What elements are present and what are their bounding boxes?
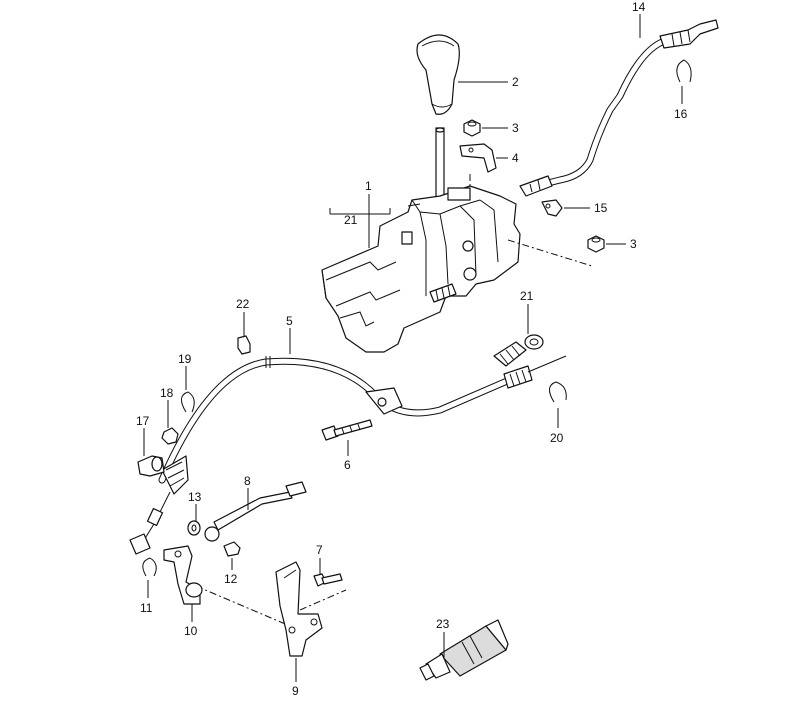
bracket	[459, 143, 497, 173]
callout-18: 18	[160, 386, 174, 400]
callout-20: 20	[550, 431, 564, 445]
callout-12: 12	[224, 572, 238, 586]
bolt-6	[321, 419, 373, 441]
callout-8: 8	[244, 474, 251, 488]
nut-18	[161, 427, 179, 445]
alignment-line-nut	[507, 239, 593, 267]
alignment-line-bolt	[299, 589, 347, 611]
leader-lines	[143, 14, 683, 682]
spring-clip-20	[549, 381, 567, 403]
callout-7: 7	[316, 543, 323, 557]
nut-upper	[463, 119, 481, 137]
callout-16: 16	[674, 107, 688, 121]
callout-23: 23	[436, 617, 450, 631]
selector-cable	[519, 19, 719, 197]
ball-stud-17	[137, 455, 165, 477]
callout-22: 22	[236, 297, 250, 311]
callout-19: 19	[178, 352, 192, 366]
callout-4: 4	[512, 151, 519, 165]
grease-tube-23	[419, 619, 509, 681]
callout-2: 2	[512, 75, 519, 89]
selector-housing	[321, 185, 521, 353]
callout-9: 9	[292, 684, 299, 698]
callout-14: 14	[632, 0, 646, 14]
callout-6: 6	[344, 458, 351, 472]
callout-3-right: 3	[630, 237, 637, 251]
callout-17: 17	[136, 414, 150, 428]
spring-clip-16	[676, 59, 692, 83]
nut-right	[587, 235, 605, 253]
callout-21-lower: 21	[520, 289, 534, 303]
ball-socket	[493, 334, 544, 367]
callout-15: 15	[594, 201, 608, 215]
callout-13: 13	[188, 490, 202, 504]
nut-22	[237, 335, 251, 355]
callout-5: 5	[286, 314, 293, 328]
callout-3-upper: 3	[512, 121, 519, 135]
lever-10	[163, 545, 203, 605]
washer-13	[187, 520, 201, 536]
callout-numbers: 1 21 2 3 4 3 14 15 16 5 21 22 19 18 17 6…	[136, 0, 688, 698]
alignment-line-base	[195, 585, 291, 627]
cable-rod-8	[204, 481, 307, 542]
gear-knob	[416, 34, 460, 115]
callout-1: 1	[365, 179, 372, 193]
spring-clip-11	[142, 557, 157, 577]
spring-clip-19	[181, 391, 195, 413]
bolt-12	[223, 541, 241, 557]
callout-21-upper: 21	[344, 213, 358, 227]
callout-11: 11	[140, 601, 153, 615]
gear-cable	[129, 355, 567, 555]
bolt-7	[313, 573, 343, 587]
mounting-bracket-9	[275, 561, 323, 657]
clip-15	[541, 199, 563, 217]
callout-10: 10	[184, 624, 198, 638]
